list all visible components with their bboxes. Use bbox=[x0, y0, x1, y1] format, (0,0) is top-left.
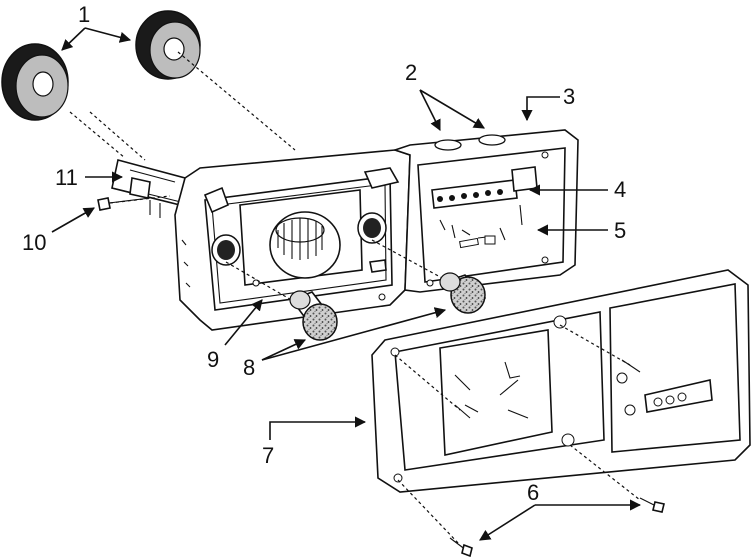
mounting-screw bbox=[97, 195, 171, 211]
filter-left bbox=[289, 290, 338, 341]
cover-screw-guide bbox=[394, 354, 461, 411]
callout-2-arrow bbox=[419, 89, 441, 132]
cover-screw-bottom-left bbox=[449, 537, 473, 557]
callout-8: 8 bbox=[243, 355, 255, 380]
callout-7-arrow bbox=[269, 416, 367, 440]
end-cap-right bbox=[135, 10, 201, 80]
callout-2-arrow bbox=[419, 89, 485, 129]
cap-guide-line bbox=[89, 111, 146, 161]
callout-3-arrow bbox=[521, 96, 560, 122]
cover-screw-guide bbox=[397, 479, 461, 546]
detector-housing bbox=[174, 149, 411, 331]
callout-11: 11 bbox=[55, 165, 78, 190]
callout-1-arrow bbox=[84, 27, 132, 43]
cover-screw-bottom-right bbox=[639, 497, 665, 513]
cover-screw-guide bbox=[569, 444, 641, 501]
cap-guide-line bbox=[177, 51, 296, 151]
sampling-tube bbox=[111, 159, 186, 218]
callout-8-arrow bbox=[261, 307, 447, 361]
electronics-compartment bbox=[392, 129, 579, 293]
callout-6: 6 bbox=[527, 480, 539, 505]
callout-5: 5 bbox=[614, 218, 626, 243]
filter-guide-line bbox=[225, 261, 301, 306]
callout-10: 10 bbox=[22, 230, 46, 255]
callout-9: 9 bbox=[207, 347, 219, 372]
callout-10-arrow bbox=[51, 207, 95, 233]
detector-cover bbox=[371, 269, 751, 493]
callout-4: 4 bbox=[614, 177, 626, 202]
callout-8-arrow bbox=[261, 339, 307, 361]
callout-1: 1 bbox=[78, 2, 90, 27]
callout-2: 2 bbox=[405, 60, 417, 85]
callout-6-arrow bbox=[479, 504, 536, 541]
callout-7: 7 bbox=[262, 443, 274, 468]
callout-3: 3 bbox=[563, 84, 575, 109]
callout-1-arrow bbox=[61, 27, 86, 51]
callout-9-arrow bbox=[224, 299, 263, 346]
cover-screw-guide bbox=[559, 324, 631, 366]
cap-guide-line bbox=[69, 111, 126, 159]
end-cap-left bbox=[1, 43, 69, 121]
filter-right bbox=[439, 272, 487, 314]
